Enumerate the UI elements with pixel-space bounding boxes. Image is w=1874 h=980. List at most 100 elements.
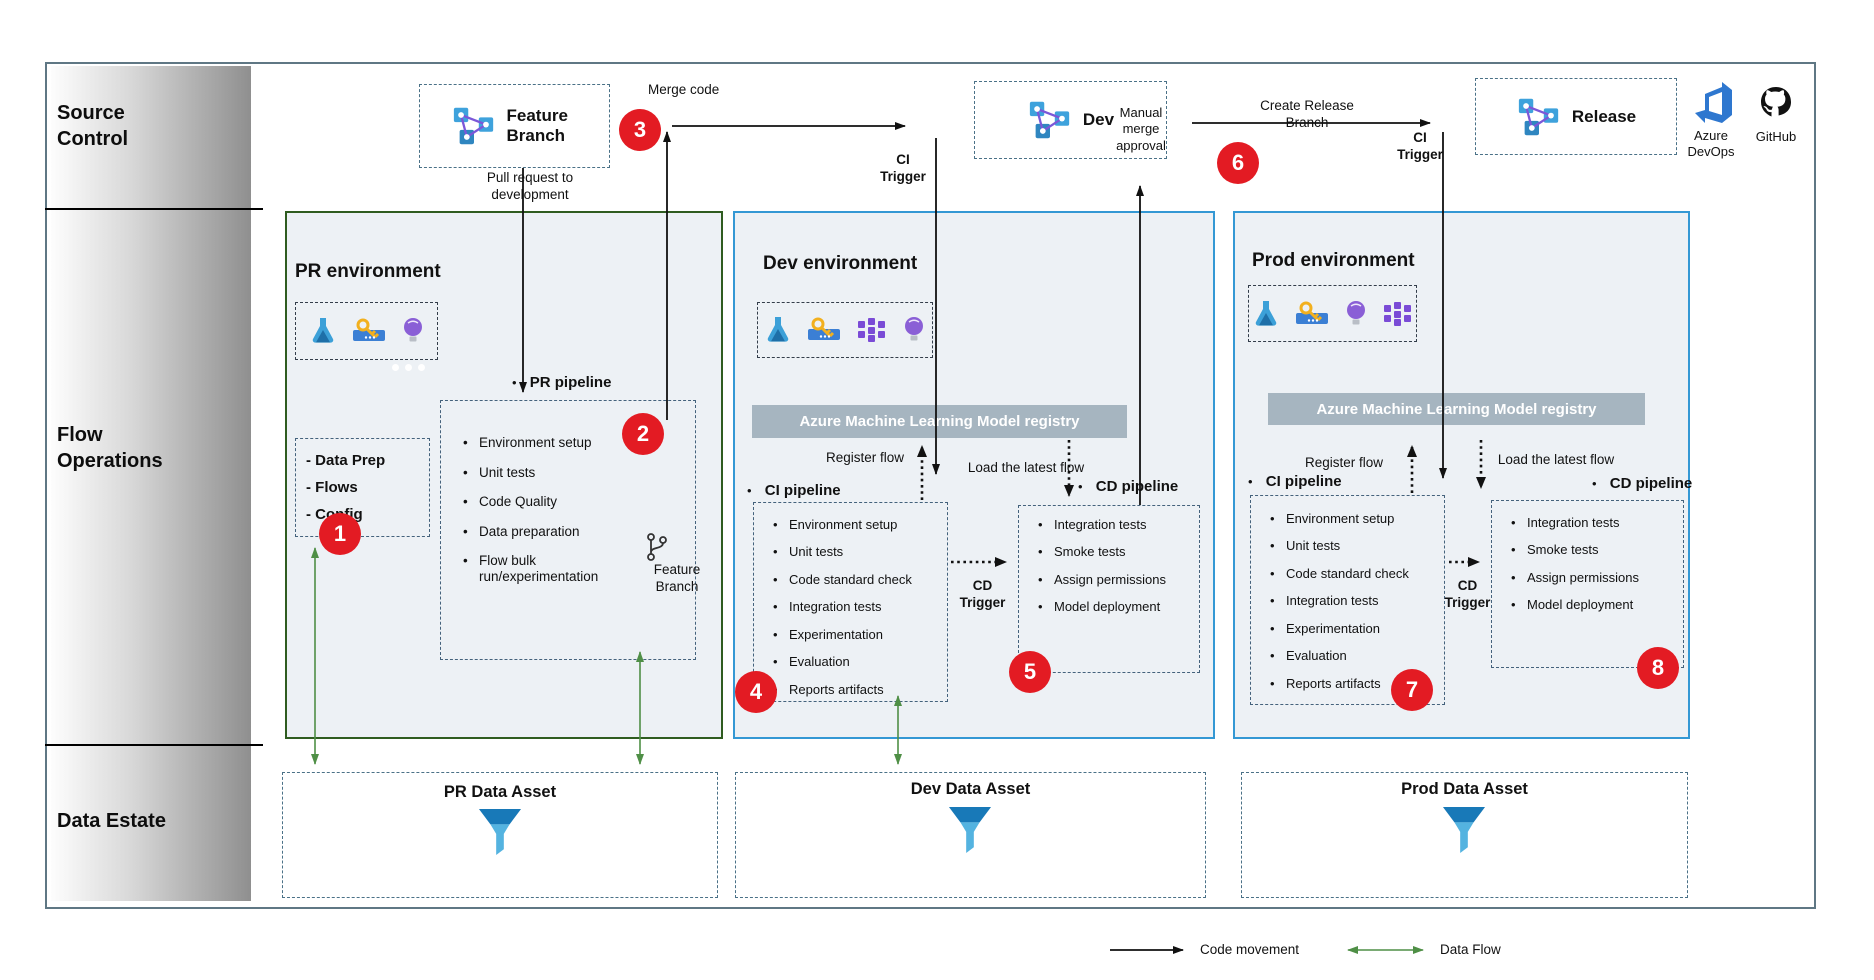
pr-environment-title: PR environment: [295, 261, 441, 282]
dev-cd-trigger-label: CD Trigger: [959, 578, 1006, 610]
step-badge-8: 8: [1637, 647, 1679, 689]
ci-trigger-dev-label: CI Trigger: [880, 152, 926, 184]
grid-icon: [857, 318, 887, 342]
pipeline-item: Evaluation: [1270, 648, 1440, 664]
lightbulb-icon: [402, 317, 424, 345]
pipeline-item: Model deployment: [1511, 597, 1681, 613]
dev-branch-box: Dev: [974, 81, 1167, 159]
pr-asset-item: - Flows: [306, 479, 358, 496]
legend-code-movement-label: Code movement: [1200, 942, 1300, 957]
prod-data-asset-title: Prod Data Asset: [1401, 780, 1528, 798]
prod-environment-title: Prod environment: [1252, 250, 1415, 271]
pr-pipeline-header: PR pipeline: [512, 374, 612, 391]
pipeline-item: Unit tests: [463, 465, 628, 481]
legend-data-flow-label: Data Flow: [1440, 942, 1501, 957]
flask-icon: [1253, 300, 1279, 328]
azure-devops-label: Azure DevOps: [1687, 128, 1735, 160]
data-asset-icon: [1442, 806, 1486, 854]
feature-branch-box: Feature Branch: [419, 84, 610, 168]
prod-ci-pipeline-list: Environment setup Unit tests Code standa…: [1262, 502, 1440, 704]
prod-register-flow-label: Register flow: [1305, 455, 1384, 470]
step-badge-1: 1: [319, 513, 361, 555]
pipeline-item: Smoke tests: [1511, 542, 1681, 558]
lightbulb-icon: [903, 316, 925, 344]
dev-cd-pipeline-box: [1018, 505, 1200, 673]
dev-workspace-icons-box: [757, 302, 933, 358]
pr-feature-branch-note: Feature Branch: [653, 562, 701, 594]
pipeline-item: Smoke tests: [1038, 544, 1198, 560]
pipeline-item: Reports artifacts: [1270, 676, 1440, 692]
lightbulb-icon: [1345, 300, 1367, 328]
prod-cd-pipeline-list: Integration tests Smoke tests Assign per…: [1503, 506, 1681, 626]
dev-load-latest-label: Load the latest flow: [967, 460, 1085, 475]
pr-data-asset-title: PR Data Asset: [443, 783, 557, 801]
release-branch-box: Release: [1475, 78, 1677, 155]
dev-register-flow-label: Register flow: [826, 450, 905, 465]
step-badge-5: 5: [1009, 651, 1051, 693]
pipeline-item: Evaluation: [773, 654, 943, 670]
pr-pipeline-box: [440, 400, 696, 660]
prod-cd-pipeline-header: CD pipeline: [1592, 475, 1693, 492]
ellipsis-dots: [392, 364, 425, 371]
branch-icon: [1516, 97, 1562, 137]
pipeline-item: Code standard check: [773, 572, 943, 588]
pr-assets-box: - Data Prep - Flows - Config: [295, 438, 430, 537]
pipeline-item: Experimentation: [773, 627, 943, 643]
pr-asset-item: - Data Prep: [306, 452, 386, 469]
dev-environment-title: Dev environment: [763, 253, 918, 274]
lane-source-control: Source Control: [57, 102, 129, 150]
grid-icon: [1383, 301, 1413, 326]
prod-load-latest-label: Load the latest flow: [1497, 452, 1615, 467]
dev-model-registry-bar: Azure Machine Learning Model registry: [752, 405, 1127, 438]
key-icon: [807, 317, 841, 343]
pipeline-item: Assign permissions: [1038, 572, 1198, 588]
pipeline-item: Model deployment: [1038, 599, 1198, 615]
data-asset-icon: [478, 808, 522, 856]
pr-workspace-icons-box: [295, 302, 438, 360]
dev-data-asset-title: Dev Data Asset: [910, 780, 1031, 798]
pipeline-item: Code standard check: [1270, 566, 1440, 582]
pipeline-item: Environment setup: [1270, 511, 1440, 527]
prod-ci-pipeline-header: CI pipeline: [1248, 473, 1342, 490]
azure-devops-icon: [1688, 80, 1734, 124]
lane-flow-operations: Flow Operations: [57, 424, 163, 472]
prod-cd-trigger-label: CD Trigger: [1444, 578, 1491, 610]
lane-data-estate: Data Estate: [57, 810, 166, 832]
step-badge-3: 3: [619, 109, 661, 151]
prod-ci-pipeline-box: [1250, 495, 1445, 705]
pipeline-item: Assign permissions: [1511, 570, 1681, 586]
pipeline-item: Environment setup: [463, 435, 628, 451]
step-badge-7: 7: [1391, 669, 1433, 711]
key-icon: [352, 318, 386, 344]
pipeline-item: Data preparation: [463, 524, 628, 540]
pr-pipeline-list: Environment setup Unit tests Code Qualit…: [455, 425, 628, 598]
pipeline-item: Integration tests: [773, 599, 943, 615]
dev-cd-pipeline-list: Integration tests Smoke tests Assign per…: [1030, 508, 1198, 628]
pipeline-item: Integration tests: [1038, 517, 1198, 533]
release-branch-label: Release: [1571, 106, 1637, 126]
data-asset-icon: [948, 806, 992, 854]
dev-cd-pipeline-header: CD pipeline: [1078, 478, 1179, 495]
prod-cd-pipeline-box: [1491, 500, 1684, 668]
create-release-label: Create Release Branch: [1260, 98, 1354, 130]
pipeline-item: Integration tests: [1270, 593, 1440, 609]
flask-icon: [310, 317, 336, 345]
dev-ci-pipeline-list: Environment setup Unit tests Code standa…: [765, 508, 943, 710]
branch-icon: [451, 106, 497, 146]
step-badge-2: 2: [622, 413, 664, 455]
dev-environment-box: [733, 211, 1215, 739]
pipeline-item: Unit tests: [773, 544, 943, 560]
pipeline-item: Flow bulk run/experimentation: [463, 553, 628, 584]
feature-branch-label: Feature Branch: [506, 106, 568, 145]
pipeline-item: Code Quality: [463, 494, 628, 510]
azure-devops-block: Azure DevOps: [1683, 80, 1739, 161]
dev-ci-pipeline-box: [753, 502, 948, 702]
prod-model-registry-bar: Azure Machine Learning Model registry: [1268, 393, 1645, 425]
pipeline-item: Environment setup: [773, 517, 943, 533]
pipeline-item: Experimentation: [1270, 621, 1440, 637]
git-branch-glyph-icon: [644, 532, 670, 562]
prod-workspace-icons-box: [1248, 285, 1417, 342]
branch-icon: [1027, 100, 1073, 140]
lane-divider-top: [45, 208, 263, 210]
